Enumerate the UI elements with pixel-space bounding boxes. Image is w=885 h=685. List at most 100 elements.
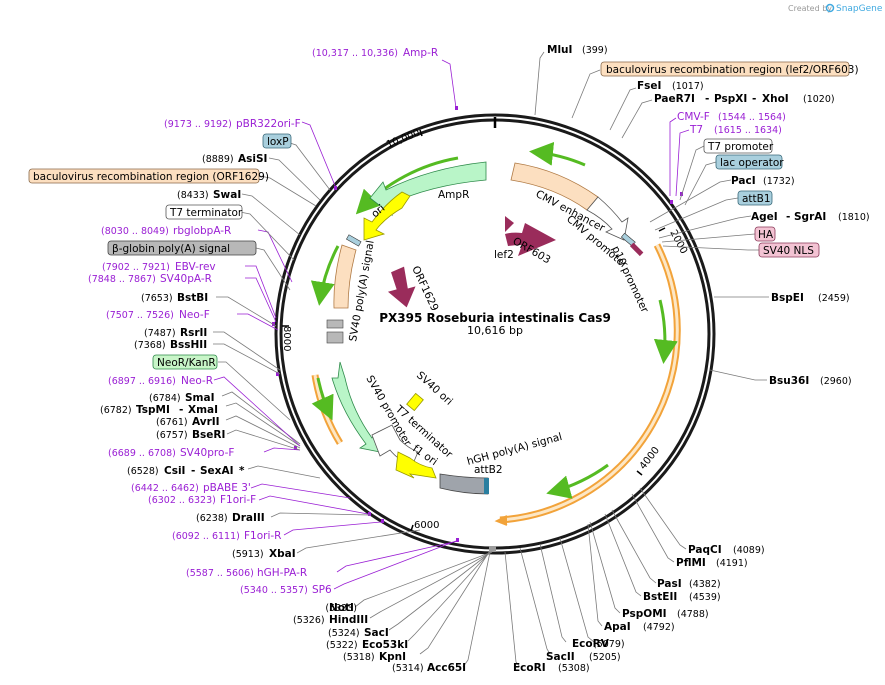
box-lac-operator[interactable] bbox=[715, 154, 783, 170]
plasmid-size: 10,616 bp bbox=[467, 324, 523, 337]
site-avrii[interactable]: AvrII bbox=[192, 416, 220, 428]
svg-text:HA: HA bbox=[758, 229, 774, 241]
sv40-polya-feature[interactable] bbox=[333, 244, 357, 309]
tick-label-2000: 2000 bbox=[667, 228, 689, 256]
site-mlui[interactable]: MluI bbox=[547, 44, 572, 56]
tick-label-6000: 6000 bbox=[414, 520, 439, 531]
svg-text:lac operator: lac operator bbox=[720, 157, 784, 169]
box-neor-kanr[interactable] bbox=[152, 354, 218, 370]
site-sacii[interactable]: SacII bbox=[546, 651, 575, 663]
site-hindiii[interactable]: HindIII bbox=[329, 614, 368, 626]
primer-f1ori-r[interactable]: F1ori-R bbox=[244, 530, 281, 542]
svg-text:(8433): (8433) bbox=[177, 190, 209, 201]
box-attb1[interactable] bbox=[737, 190, 773, 206]
svg-text:(4788): (4788) bbox=[677, 609, 709, 620]
primer-ebv-rev[interactable]: EBV-rev bbox=[175, 261, 216, 273]
site-asisi[interactable]: AsiSI bbox=[238, 153, 267, 165]
svg-text:-: - bbox=[179, 404, 183, 416]
site-xbai[interactable]: XbaI bbox=[269, 548, 296, 560]
box-beta-globin[interactable] bbox=[107, 240, 257, 256]
site-paer7i[interactable]: PaeR7I bbox=[654, 93, 695, 105]
site-ecorv[interactable]: EcoRV bbox=[572, 638, 610, 650]
cmv-promoter-feature[interactable] bbox=[586, 196, 629, 241]
site-tspmi[interactable]: TspMI bbox=[136, 404, 170, 416]
svg-text:-: - bbox=[786, 211, 790, 223]
box-t7-promoter[interactable] bbox=[703, 138, 773, 154]
site-noti[interactable]: NotI bbox=[329, 602, 354, 614]
svg-text:(7368): (7368) bbox=[134, 340, 166, 351]
svg-text:(6897 .. 6916): (6897 .. 6916) bbox=[108, 376, 176, 387]
site-kpni[interactable]: KpnI bbox=[379, 651, 406, 663]
site-pspxi[interactable]: PspXI bbox=[714, 93, 747, 105]
lef2-feature[interactable] bbox=[505, 216, 514, 232]
primer-neo-f[interactable]: Neo-F bbox=[179, 309, 210, 321]
primer-neo-r[interactable]: Neo-R bbox=[181, 375, 213, 387]
ampr-feature[interactable] bbox=[369, 161, 487, 217]
site-eco53ki[interactable]: Eco53kI bbox=[362, 639, 408, 651]
hgh-polya-feature[interactable] bbox=[439, 473, 489, 495]
site-pflmi[interactable]: PflMI bbox=[676, 557, 706, 569]
site-apai[interactable]: ApaI bbox=[604, 621, 631, 633]
svg-text:(6784): (6784) bbox=[149, 393, 181, 404]
t7-terminator-feature[interactable] bbox=[371, 424, 419, 467]
ha-mark bbox=[629, 242, 644, 257]
site-sexai[interactable]: SexAI bbox=[200, 465, 234, 477]
svg-text:(5079): (5079) bbox=[593, 639, 625, 650]
site-pspomi[interactable]: PspOMI bbox=[622, 608, 667, 620]
site-paqci[interactable]: PaqCI bbox=[688, 544, 722, 556]
box-sv40-nls[interactable] bbox=[758, 242, 820, 258]
tick-2000 bbox=[658, 227, 666, 232]
site-fsei[interactable]: FseI bbox=[637, 80, 661, 92]
sv40-ori-feature[interactable] bbox=[406, 392, 424, 412]
svg-text:(4089): (4089) bbox=[733, 545, 765, 556]
box-ha[interactable] bbox=[754, 226, 776, 242]
svg-text:(6757): (6757) bbox=[156, 430, 188, 441]
primer-rbglobpa-r[interactable]: rbglobpA-R bbox=[173, 225, 231, 237]
site-draiii[interactable]: DraIII bbox=[232, 512, 265, 524]
svg-text:(5340 .. 5357): (5340 .. 5357) bbox=[240, 585, 308, 596]
box-baculovirus-right[interactable] bbox=[600, 61, 850, 77]
site-smai[interactable]: SmaI bbox=[185, 392, 215, 404]
primer-sp6[interactable]: SP6 bbox=[312, 584, 332, 596]
primer-sv40pro-f[interactable]: SV40pro-F bbox=[180, 447, 234, 459]
primer-sv40pa-r[interactable]: SV40pA-R bbox=[160, 273, 212, 285]
primer-f1ori-f[interactable]: F1ori-F bbox=[220, 494, 256, 506]
site-xmai[interactable]: XmaI bbox=[188, 404, 218, 416]
primer-t7[interactable]: T7 bbox=[689, 124, 703, 136]
orf603-feature[interactable] bbox=[505, 223, 556, 256]
site-saci[interactable]: SacI bbox=[364, 627, 389, 639]
primer-hgh-pa-r[interactable]: hGH-PA-R bbox=[257, 567, 307, 579]
site-bsshii[interactable]: BssHII bbox=[170, 339, 207, 351]
site-agei[interactable]: AgeI bbox=[751, 211, 778, 223]
site-bspei[interactable]: BspEI bbox=[771, 292, 804, 304]
orf1629-feature[interactable] bbox=[383, 265, 420, 311]
site-bsu36i[interactable]: Bsu36I bbox=[769, 375, 809, 387]
box-loxp[interactable] bbox=[262, 133, 292, 149]
site-rsrii[interactable]: RsrII bbox=[180, 327, 207, 339]
svg-text:T7 promoter: T7 promoter bbox=[707, 141, 774, 153]
primer-pbabe-3[interactable]: pBABE 3' bbox=[203, 482, 251, 494]
svg-text:(2960): (2960) bbox=[820, 376, 852, 387]
ori-feature[interactable] bbox=[363, 191, 411, 241]
site-bstbi[interactable]: BstBI bbox=[177, 292, 208, 304]
site-bsteii[interactable]: BstEII bbox=[643, 591, 677, 603]
site-sgrai[interactable]: SgrAI bbox=[794, 211, 826, 223]
primer-amp-r[interactable]: Amp-R bbox=[403, 47, 438, 59]
f1-ori-feature[interactable] bbox=[395, 451, 437, 479]
site-ecori[interactable]: EcoRI bbox=[513, 662, 546, 674]
primer-cmv-f[interactable]: CMV-F bbox=[677, 111, 710, 123]
green-arc-ampr bbox=[355, 156, 459, 215]
site-pasi[interactable]: PasI bbox=[657, 578, 682, 590]
site-swai[interactable]: SwaI bbox=[213, 189, 241, 201]
site-bseri[interactable]: BseRI bbox=[192, 429, 225, 441]
svg-text:(8030 .. 8049): (8030 .. 8049) bbox=[101, 226, 169, 237]
site-csii[interactable]: CsiI bbox=[164, 465, 185, 477]
site-xhoi[interactable]: XhoI bbox=[762, 93, 789, 105]
box-baculovirus-left[interactable] bbox=[28, 168, 260, 184]
box-t7-terminator[interactable] bbox=[165, 204, 243, 220]
primer-pbr322ori-f[interactable]: pBR322ori-F bbox=[236, 118, 301, 130]
site-acc65i[interactable]: Acc65I bbox=[427, 662, 466, 674]
svg-text:attB1: attB1 bbox=[742, 193, 771, 205]
site-paci[interactable]: PacI bbox=[731, 175, 756, 187]
neor-kanr-feature[interactable] bbox=[331, 361, 381, 453]
